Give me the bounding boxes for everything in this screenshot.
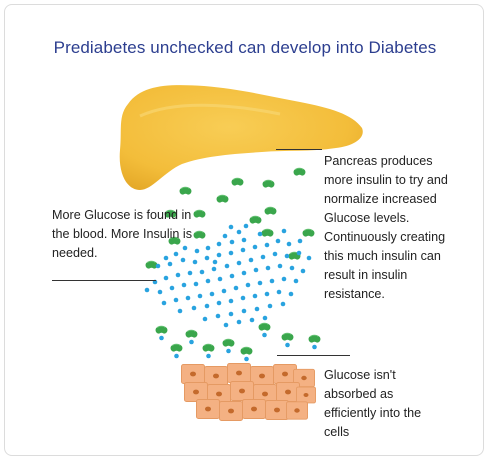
pancreas-shape [119,85,363,190]
body-cells [181,363,316,421]
left-label-leader-line [52,280,156,281]
right-label-leader-line [276,149,322,150]
bottom-label-leader-line [277,355,350,356]
right-label: Pancreas produces more insulin to try an… [324,154,448,301]
diagram-title: Prediabetes unchecked can develop into D… [53,38,437,57]
left-label: More Glucose is found in the blood. More… [52,208,193,260]
insulin-molecules-lower [155,322,321,362]
glucose-dots [144,223,312,328]
bottom-label: Glucose isn't absorbed as efficiently in… [324,368,422,439]
